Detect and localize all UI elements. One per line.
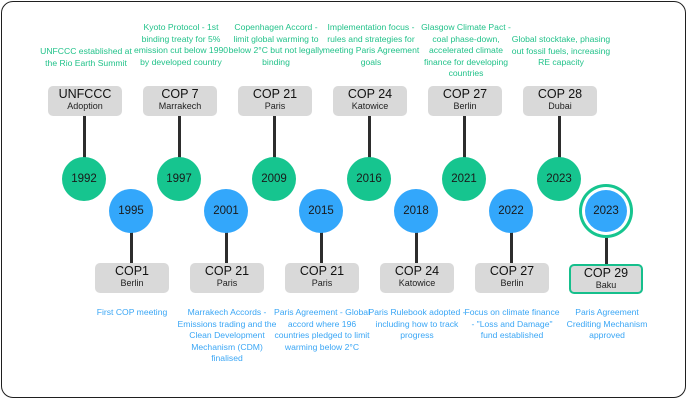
event-description: Paris Agreement Crediting Mechanism appr… [566,307,648,341]
event-place: Baku [595,280,617,290]
year-node[interactable]: 2009 [252,157,296,201]
year-node[interactable]: 2016 [347,157,391,201]
event-title: COP 28 [537,87,583,101]
event-title: UNFCCC [58,87,112,101]
event-description: Focus on climate finance - "Loss and Dam… [464,307,560,341]
event-description: Paris Rulebook adopted - including how t… [368,307,466,341]
event-place: Marrakech [158,101,202,111]
event-description: Paris Agreement - Global accord where 19… [273,307,370,352]
event-description: Glasgow Climate Pact - coal phase-down, … [421,22,511,79]
event-place: Paris [216,278,238,288]
event-title: COP 27 [442,87,488,101]
event-label[interactable]: COP 7 Marrakech [143,86,217,116]
year-node[interactable]: 2015 [299,189,343,233]
connector-line [320,227,323,265]
event-place: Berlin [120,278,144,288]
event-place: Dubai [548,101,572,111]
event-title: COP 24 [347,87,393,101]
event-label[interactable]: COP 21 Paris [285,263,359,293]
event-description: Global stocktake, phasing out fossil fue… [511,34,611,68]
event-place: Katowice [351,101,389,111]
connector-line [225,227,228,265]
year-node[interactable]: 2023 [537,157,581,201]
event-label[interactable]: COP 21 Paris [190,263,264,293]
event-label[interactable]: COP 21 Paris [238,86,312,116]
event-description: Kyoto Protocol - 1st binding treaty for … [133,22,229,67]
year-node[interactable]: 2001 [204,189,248,233]
connector-line [558,116,561,160]
event-place: Paris [264,101,286,111]
event-label[interactable]: COP 27 Berlin [475,263,549,293]
event-label[interactable]: COP 28 Dubai [523,86,597,116]
event-label[interactable]: COP 24 Katowice [380,263,454,293]
event-title: COP 21 [252,87,298,101]
connector-line [273,116,276,160]
event-title: COP 7 [161,87,199,101]
connector-line [130,227,133,265]
event-title: COP 21 [299,264,345,278]
event-description: First COP meeting [96,307,168,317]
event-title: COP 24 [394,264,440,278]
event-title: COP 29 [583,266,629,280]
year-node[interactable]: 1997 [157,157,201,201]
event-label[interactable]: COP 24 Katowice [333,86,407,116]
year-node[interactable]: 2022 [489,189,533,233]
event-description: Copenhagen Accord - limit global warming… [228,22,324,67]
event-label-highlighted[interactable]: COP 29 Baku [569,264,643,294]
year-node[interactable]: 2021 [442,157,486,201]
event-description: Implementation focus - rules and strateg… [322,22,420,67]
event-title: COP 21 [204,264,250,278]
year-node[interactable]: 1995 [109,189,153,233]
connector-line [463,116,466,160]
connector-line [510,227,513,265]
event-place: Adoption [67,101,103,111]
connector-line [83,116,86,160]
event-title: COP1 [114,264,150,278]
connector-line [415,227,418,265]
year-node[interactable]: 1992 [62,157,106,201]
event-description: UNFCCC established at the Rio Earth Summ… [40,46,132,68]
event-place: Katowice [398,278,436,288]
event-place: Paris [311,278,333,288]
connector-line [368,116,371,160]
event-title: COP 27 [489,264,535,278]
year-node[interactable]: 2018 [394,189,438,233]
year-node-highlighted[interactable]: 2023 [585,190,627,232]
event-place: Berlin [500,278,524,288]
event-description: Marrakech Accords - Emissions trading an… [177,307,277,364]
event-label[interactable]: COP1 Berlin [95,263,169,293]
event-label[interactable]: COP 27 Berlin [428,86,502,116]
event-label[interactable]: UNFCCC Adoption [48,86,122,116]
event-place: Berlin [453,101,477,111]
connector-line [178,116,181,160]
connector-line [605,230,608,265]
